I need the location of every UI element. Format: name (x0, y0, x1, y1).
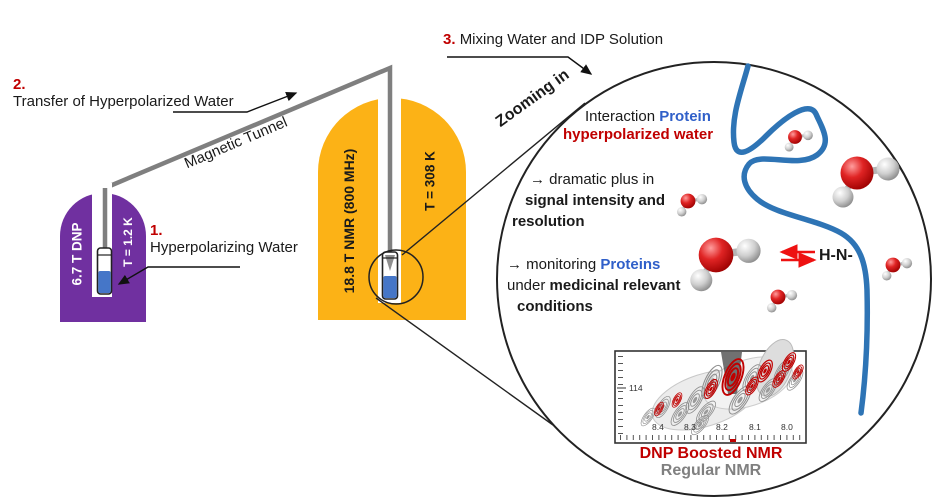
nmr-temperature-label: T = 308 K (422, 151, 438, 211)
zoom-lens-circle (496, 61, 932, 497)
benefit1-line1: → dramatic plus in (530, 171, 655, 188)
benefit1-line2: signal intensity and (525, 192, 666, 209)
interaction-title-line1: Interaction Protein (585, 108, 711, 125)
step3-arrow (447, 56, 593, 75)
step1-number: 1. (150, 222, 163, 239)
dnp-temperature-label: T = 1.2 K (121, 217, 135, 267)
step1-arrow (117, 266, 240, 285)
spectrum-x-tick-label: 8.3 (684, 422, 696, 432)
nmr-field-label: 18.8 T NMR (800 MHz) (341, 148, 357, 294)
spectrum-x-tick-label: 8.1 (749, 422, 761, 432)
spectrum-red-marker (730, 439, 736, 442)
nmr-spectrum-inset: 114 8.4 8.3 8.2 8.1 8.0 (614, 339, 807, 444)
benefit2-normal: → monitoring (507, 256, 597, 273)
equilibrium-arrows-icon (779, 244, 817, 268)
benefit2-line3: conditions (517, 298, 593, 315)
benefit1-line3: resolution (512, 213, 585, 230)
step1-label: Hyperpolarizing Water (150, 239, 298, 256)
interaction-title-normal: Interaction (585, 108, 656, 125)
benefit2-line1: → monitoring Proteins (507, 256, 660, 273)
zoom-connector-top (401, 102, 586, 256)
nmr-sample-vial (381, 251, 399, 300)
spectrum-x-tick-label: 8.4 (652, 422, 664, 432)
dnp-sample-vial (96, 247, 113, 295)
legend-regular-nmr: Regular NMR (660, 462, 762, 479)
hn-label: H-N- (819, 247, 853, 264)
interaction-title-line2: hyperpolarized water (563, 126, 714, 143)
benefit2-line2: under medicinal relevant (507, 277, 680, 294)
tube-outlet-icon (385, 255, 395, 271)
step2-label: Transfer of Hyperpolarized Water (13, 93, 234, 110)
legend-dnp-boosted: DNP Boosted NMR (639, 445, 783, 462)
spectrum-y-tick-label: 114 (629, 383, 643, 393)
protein-chain-curve (730, 63, 870, 416)
step3-label: Mixing Water and IDP Solution (459, 31, 664, 48)
spectrum-x-tick-label: 8.2 (716, 422, 728, 432)
zoom-connector-bottom (375, 297, 554, 426)
spectrum-x-tick-label: 8.0 (781, 422, 793, 432)
zoom-source-circle (368, 249, 424, 305)
benefit2-medicinal: medicinal relevant (549, 277, 681, 294)
step2-number: 2. (13, 76, 26, 93)
dnp-field-label: 6.7 T DNP (69, 222, 85, 286)
step2-arrow (173, 91, 298, 113)
step3-line: 3. Mixing Water and IDP Solution (443, 31, 663, 48)
interaction-title-protein: Protein (659, 108, 711, 125)
spectrum-axes (617, 356, 804, 440)
step3-number: 3. (443, 31, 456, 48)
benefit2-under: under (507, 277, 546, 294)
benefit2-proteins: Proteins (600, 256, 661, 273)
